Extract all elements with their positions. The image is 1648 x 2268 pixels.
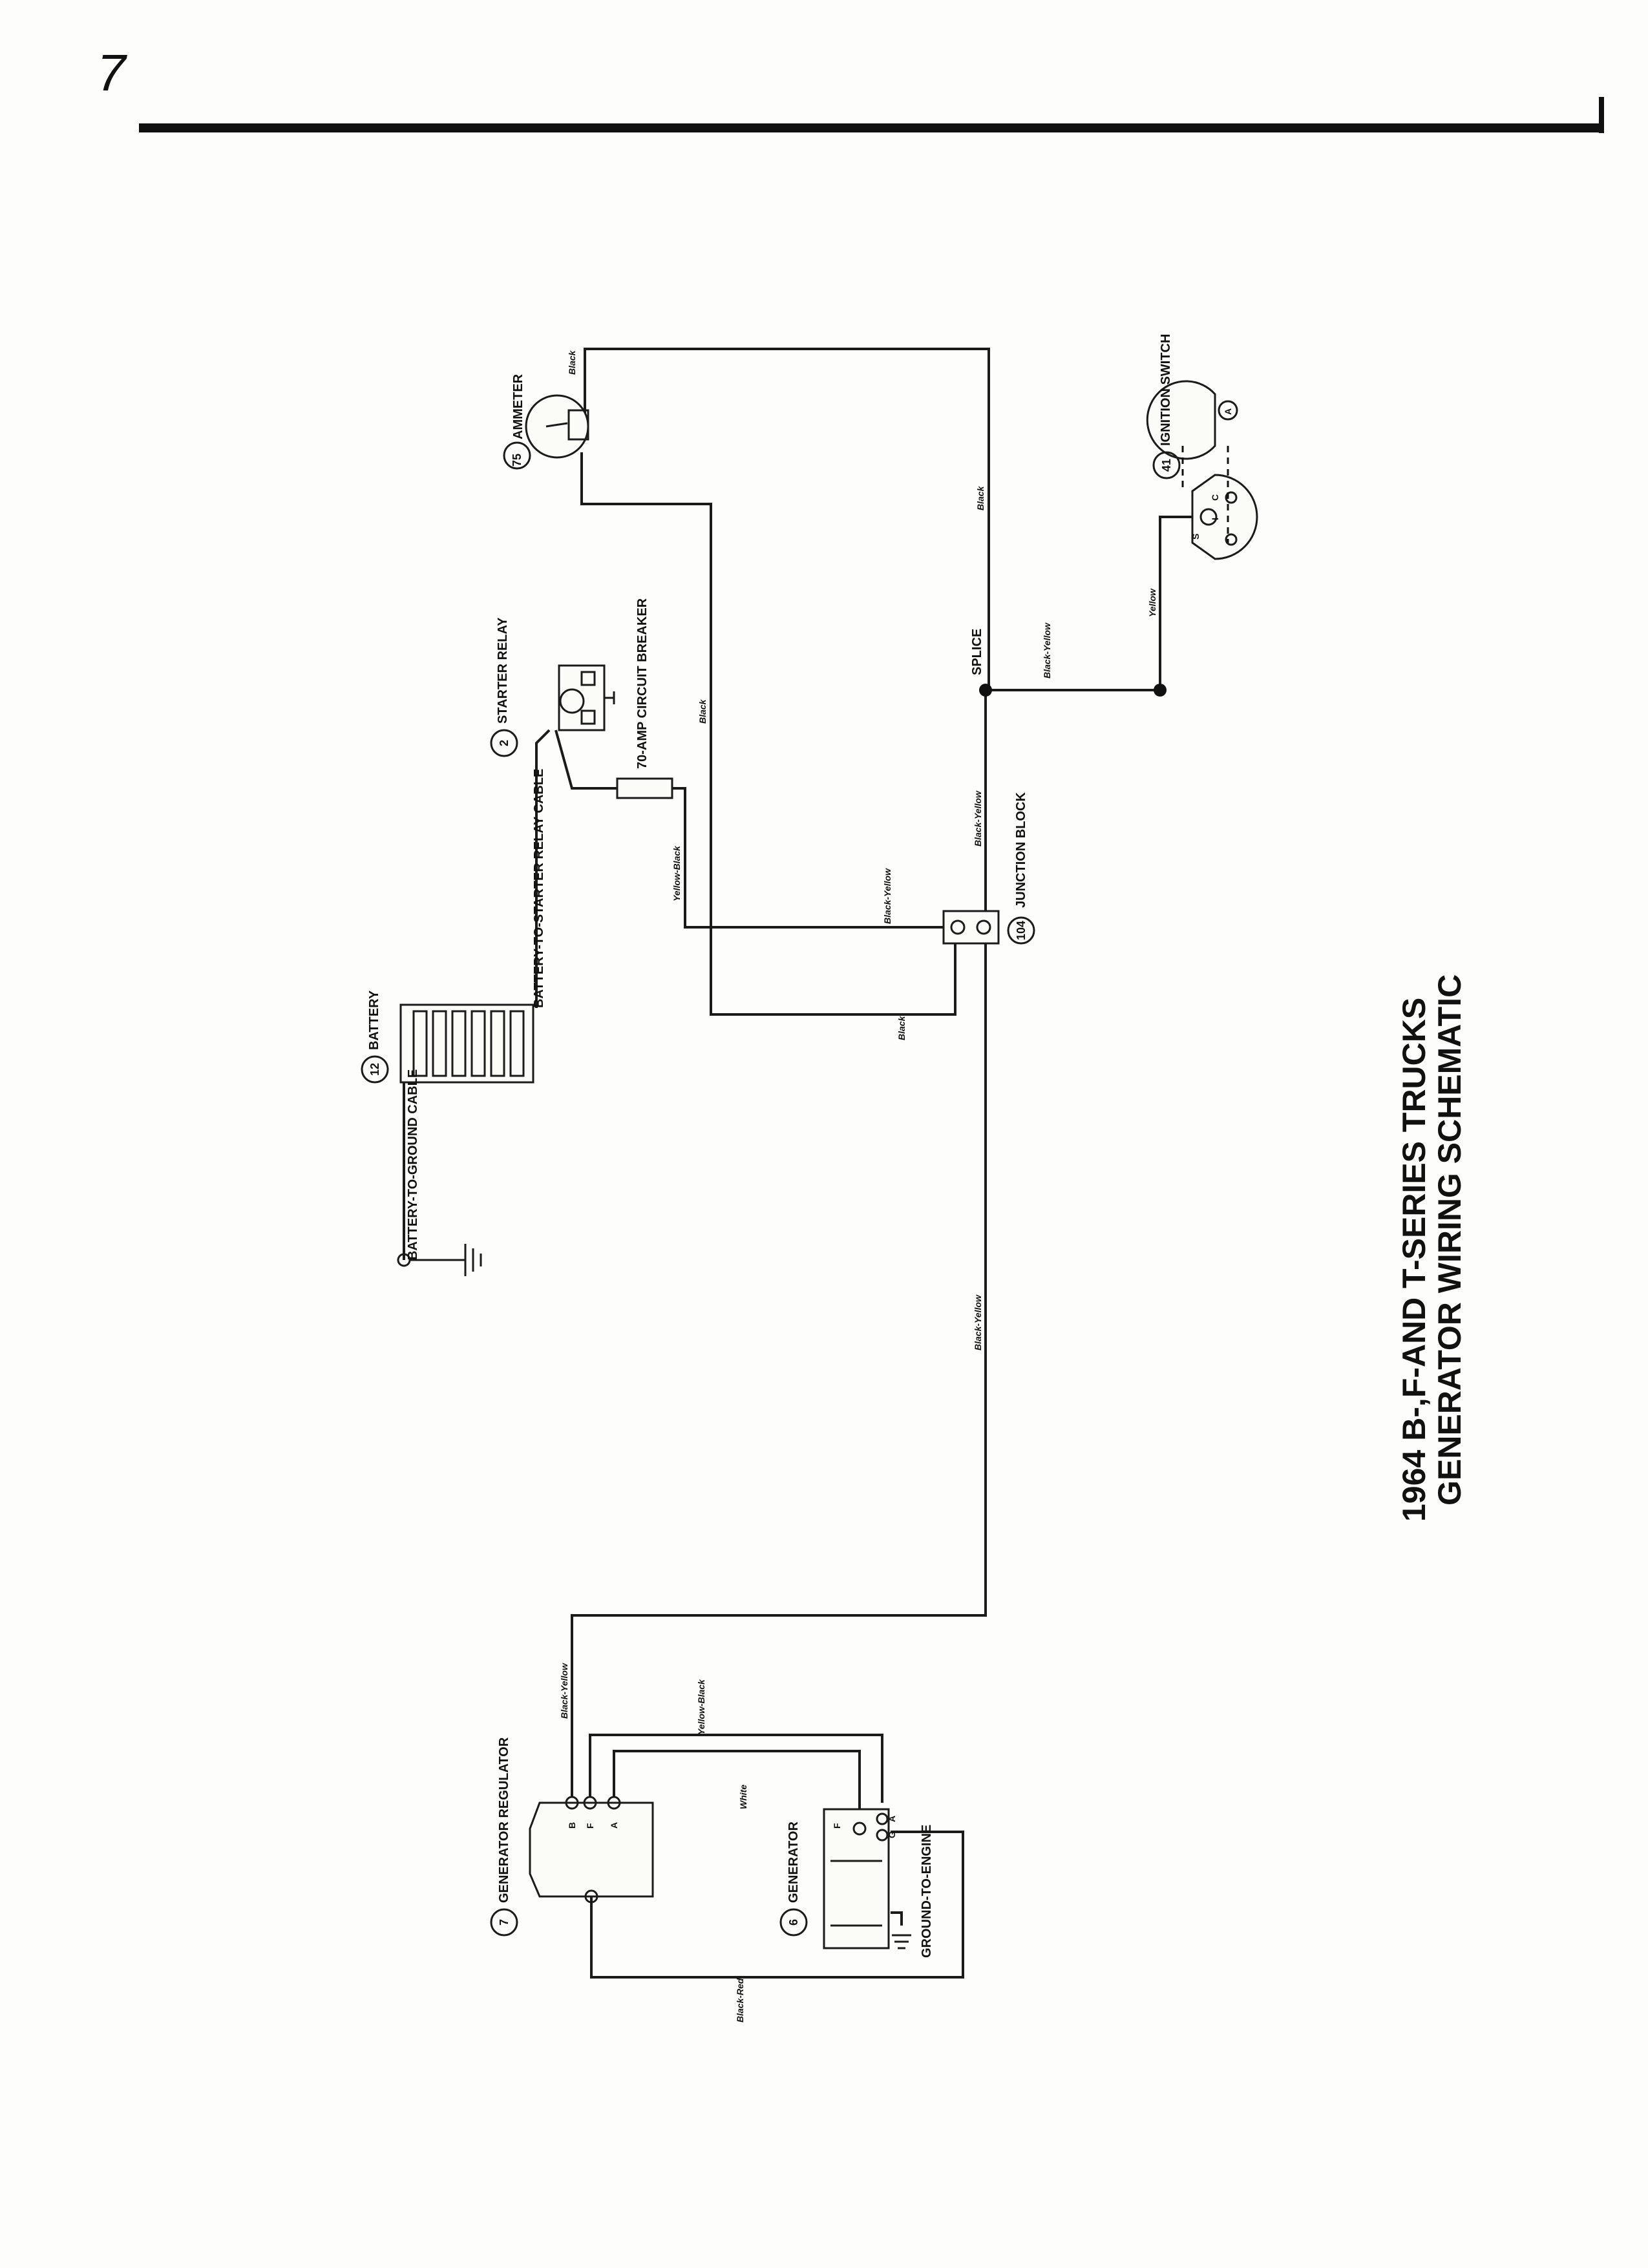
svg-text:F: F <box>832 1823 842 1829</box>
wire-label-yellow: Yellow <box>1147 588 1157 617</box>
starter-relay-number: 2 <box>498 740 511 746</box>
generator-terminal-letters: F G A <box>832 1816 897 1838</box>
generator <box>779 1808 890 1949</box>
circuit-breaker-label: 70-AMP CIRCUIT BREAKER <box>635 598 650 769</box>
junction-block <box>942 910 1035 945</box>
ammeter-label: AMMETER <box>511 373 525 439</box>
svg-text:S: S <box>1190 534 1201 540</box>
ground-to-engine-label: GROUND-TO-ENGINE <box>920 1825 934 1958</box>
battery-number: 12 <box>368 1063 381 1076</box>
generator-label: GENERATOR <box>787 1822 801 1903</box>
ignition-splice-dot <box>1154 684 1167 697</box>
ignition-terminal-letters: S I C A <box>1190 408 1233 540</box>
diagram-title: 1964 B-,F-AND T-SERIES TRUCKS <box>1396 998 1432 1522</box>
battery-label: BATTERY <box>367 990 381 1050</box>
battery-ground-cable-label: BATTERY-TO-GROUND CABLE <box>406 1069 420 1260</box>
generator-number: 6 <box>787 1919 800 1926</box>
junction-block-label: JUNCTION BLOCK <box>1014 792 1028 908</box>
wire-label-yellow-black-generator: Yellow-Black <box>696 1679 706 1735</box>
splice-label: SPLICE <box>970 629 984 675</box>
wire-label-black-ammeter: Black <box>567 350 577 375</box>
battery-relay-cable-label: BATTERY-TO-STARTER RELAY CABLE <box>532 769 546 1008</box>
wire-label-white: White <box>738 1785 748 1809</box>
svg-text:I: I <box>1210 518 1220 520</box>
wire-label-black-red: Black-Red <box>735 1978 745 2022</box>
diagram-subtitle: GENERATOR WIRING SCHEMATIC <box>1431 974 1468 1506</box>
wire-label-black-yellow-junction: Black-Yellow <box>973 790 983 846</box>
generator-regulator-number: 7 <box>498 1919 511 1926</box>
ammeter-number: 75 <box>511 454 523 467</box>
wire-label-black-right: Black <box>975 485 986 510</box>
regulator-terminal-letters: B F A <box>567 1822 619 1829</box>
svg-text:A: A <box>609 1822 619 1829</box>
wire-label-black-yellow-long: Black-Yellow <box>973 1294 983 1350</box>
starter-relay-label: STARTER RELAY <box>496 617 510 724</box>
circuit-breaker <box>616 777 673 799</box>
wire-label-black-yellow-splice: Black-Yellow <box>1042 622 1052 678</box>
page-number: 7 <box>97 44 127 101</box>
wire-label-black-yellow-regulator: Black-Yellow <box>559 1663 569 1719</box>
top-border <box>139 97 1604 133</box>
generator-ground-symbol <box>892 1934 911 1949</box>
svg-text:B: B <box>567 1822 577 1829</box>
wires <box>403 348 1192 1979</box>
wire-label-black-junction: Black <box>896 1015 907 1040</box>
generator-regulator-label: GENERATOR REGULATOR <box>497 1737 511 1903</box>
battery-ground-symbol <box>397 1244 482 1276</box>
ammeter <box>503 394 589 470</box>
ignition-switch-number: 41 <box>1160 459 1173 472</box>
starter-relay <box>490 664 615 757</box>
battery <box>361 1003 534 1084</box>
svg-text:G: G <box>887 1831 897 1838</box>
wire-label-black-yellow-mid: Black-Yellow <box>882 868 893 924</box>
ignition-switch <box>1146 380 1258 560</box>
svg-text:C: C <box>1210 494 1220 501</box>
svg-text:A: A <box>1223 408 1233 415</box>
splice-dot <box>979 684 992 697</box>
ignition-switch-label: IGNITION SWITCH <box>1159 334 1173 446</box>
wire-label-yellow-black-breaker: Yellow-Black <box>671 845 682 901</box>
junction-block-number: 104 <box>1015 921 1028 940</box>
svg-text:A: A <box>887 1816 897 1822</box>
wire-label-black-relay: Black <box>697 698 708 724</box>
generator-regulator <box>490 1796 654 1937</box>
svg-text:F: F <box>585 1823 595 1829</box>
